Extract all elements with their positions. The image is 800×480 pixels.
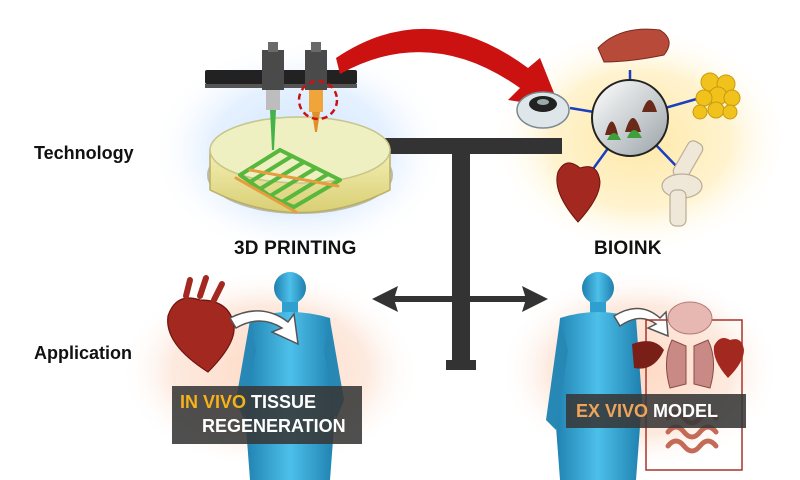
in-vivo-rest: TISSUE (251, 392, 317, 412)
transplant-arrow (228, 310, 299, 346)
in-vivo-line2: REGENERATION (202, 416, 346, 436)
donor-heart-icon (167, 297, 235, 373)
ex-vivo-plate: EX VIVO MODEL (566, 394, 746, 428)
in-vivo-plate: IN VIVO TISSUE REGENERATION (172, 386, 362, 444)
ex-vivo-highlight: EX VIVO (576, 401, 649, 421)
bioink-cluster (516, 28, 741, 227)
bioink-sphere (591, 79, 669, 157)
in-vivo-highlight: IN VIVO (180, 392, 247, 412)
printhead-right (305, 50, 327, 90)
connector (362, 138, 562, 370)
application-label: Application (34, 343, 132, 363)
ex-vivo-rest: MODEL (653, 401, 719, 421)
liver-icon (632, 341, 664, 369)
in-vivo-line1: IN VIVO TISSUE (180, 390, 354, 414)
fat-tissue-icon (692, 72, 741, 120)
muscle-icon (597, 28, 670, 63)
eye-icon (516, 91, 570, 129)
bioink-caption: BIOINK (594, 238, 662, 259)
arrowhead-left (372, 286, 398, 312)
printer-illustration (205, 42, 393, 214)
printing-caption: 3D PRINTING (234, 238, 357, 259)
arrowhead-right (522, 286, 548, 312)
green-filament (270, 110, 276, 150)
model-arrow (612, 307, 669, 338)
knee-joint-icon (661, 140, 704, 227)
connector-stem-base (446, 360, 476, 370)
printhead-left (262, 50, 284, 90)
ex-vivo-heart-icon (713, 338, 744, 378)
lungs-icon (666, 339, 714, 389)
head (274, 272, 306, 304)
double-arrow (372, 286, 548, 312)
heart-icon (556, 162, 601, 223)
connector-stem (452, 154, 470, 370)
brain-icon (667, 301, 713, 335)
technology-label: Technology (34, 143, 134, 163)
highlight-circle (297, 79, 339, 121)
red-curved-arrow (336, 28, 560, 108)
connector-top-bar (362, 138, 562, 154)
